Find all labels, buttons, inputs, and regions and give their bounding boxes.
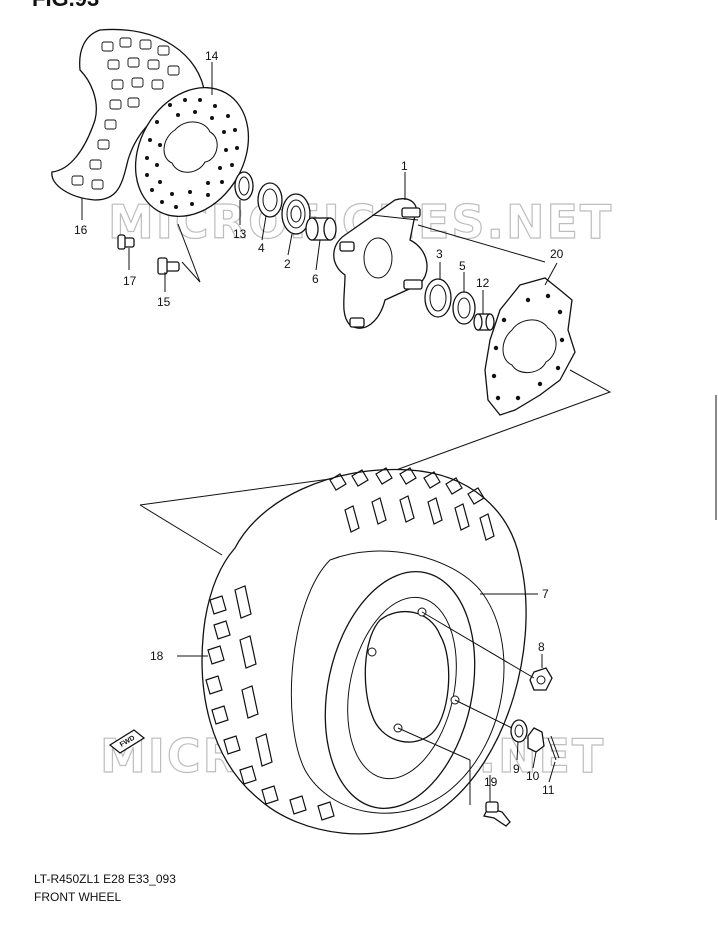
label-10: 10 xyxy=(526,769,540,783)
figure-title: FIG.93 xyxy=(32,0,99,12)
axis-line xyxy=(371,214,419,221)
label-11: 11 xyxy=(542,783,555,797)
disc-cover-inner xyxy=(484,277,576,416)
label-14: 14 xyxy=(205,49,219,63)
bearing-3 xyxy=(424,278,452,318)
bolt-17 xyxy=(117,234,135,250)
spacer-13 xyxy=(234,171,254,201)
fwd-badge: FWD xyxy=(108,729,146,754)
bearing-2 xyxy=(281,193,311,235)
brake-disc xyxy=(134,86,250,218)
label-15: 15 xyxy=(157,295,171,309)
oil-seal-5 xyxy=(452,291,476,325)
section-name: FRONT WHEEL xyxy=(34,890,122,904)
rim xyxy=(324,571,476,809)
leader-lines xyxy=(81,62,558,805)
washer-9 xyxy=(510,719,528,743)
label-2: 2 xyxy=(284,257,291,271)
label-12: 12 xyxy=(476,276,490,290)
disc-cover xyxy=(51,28,206,201)
label-1: 1 xyxy=(401,159,408,173)
guide-line-lower xyxy=(139,504,223,556)
spacer-6 xyxy=(305,217,337,241)
reference-code: LT-R450ZL1 E28 E33_093 xyxy=(34,872,176,886)
castle-nut-10 xyxy=(527,727,545,753)
label-3: 3 xyxy=(436,247,443,261)
nut-8 xyxy=(529,667,553,691)
bolt-15 xyxy=(157,257,180,275)
label-6: 6 xyxy=(312,272,319,286)
label-4: 4 xyxy=(258,241,265,255)
label-16: 16 xyxy=(74,223,88,237)
oil-seal-4 xyxy=(257,182,283,218)
label-5: 5 xyxy=(459,259,466,273)
label-7: 7 xyxy=(542,587,549,601)
bracket-15 xyxy=(177,223,201,283)
label-18: 18 xyxy=(150,649,164,663)
label-13: 13 xyxy=(233,227,247,241)
collar-12 xyxy=(473,313,495,331)
valve xyxy=(483,801,511,827)
label-20: 20 xyxy=(550,247,564,261)
cotter-pin-11 xyxy=(547,735,560,761)
label-8: 8 xyxy=(538,640,545,654)
label-19: 19 xyxy=(484,775,498,789)
axis-line-2 xyxy=(417,224,546,263)
guide-line-upper xyxy=(139,369,612,506)
hub xyxy=(333,198,428,329)
label-17: 17 xyxy=(123,274,137,288)
label-9: 9 xyxy=(513,762,520,776)
